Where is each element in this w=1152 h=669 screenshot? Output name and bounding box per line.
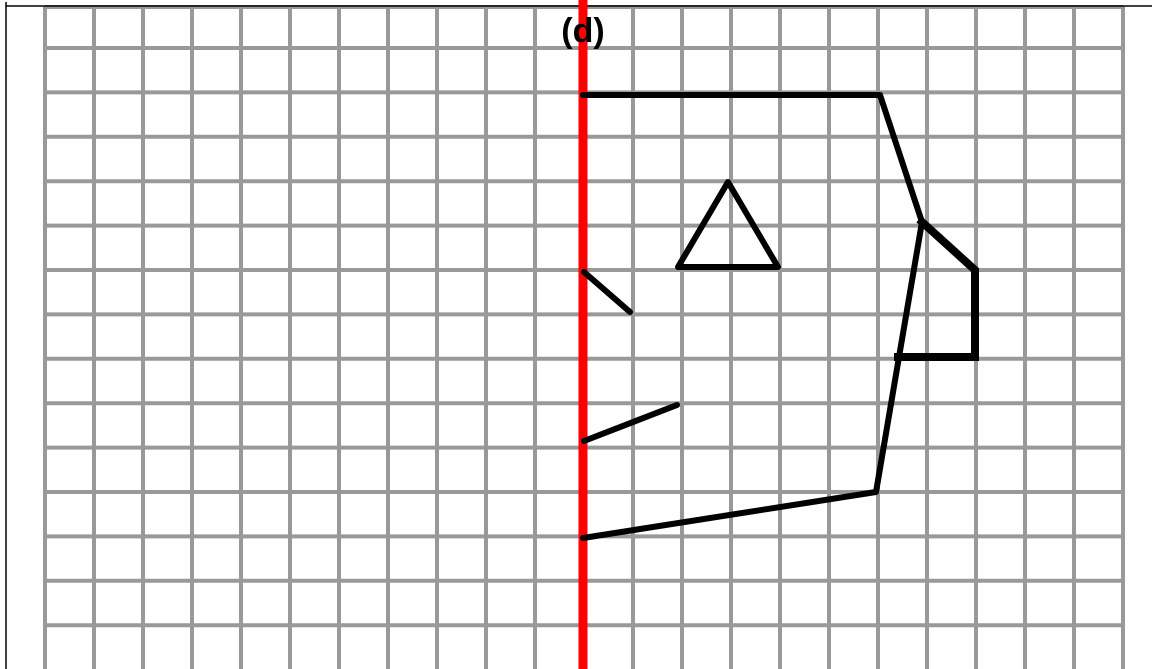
half-face-drawing — [580, 92, 979, 541]
triangle-eye — [675, 179, 781, 270]
ear — [894, 216, 979, 361]
nose-line — [581, 269, 633, 315]
figure-label: (d) — [561, 12, 604, 50]
mouth-line — [581, 402, 680, 444]
